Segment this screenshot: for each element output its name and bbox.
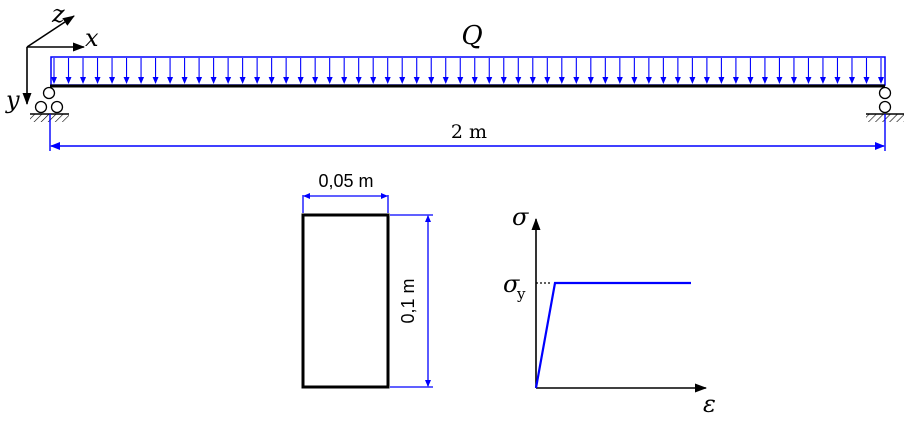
load-arrowhead-icon — [878, 77, 884, 84]
load-arrowhead-icon — [790, 77, 797, 84]
coordinate-axes: x y z — [5, 0, 99, 114]
load-arrows — [51, 58, 884, 84]
load-arrowhead-icon — [457, 77, 464, 84]
load-arrowhead-icon — [283, 77, 290, 84]
load-arrowhead-icon — [761, 77, 768, 84]
load-arrowhead-icon — [674, 77, 681, 84]
load-arrowhead-icon — [500, 77, 507, 84]
z-axis-label: z — [51, 0, 65, 28]
load-arrowhead-icon — [413, 77, 420, 84]
strain-symbol: ε — [703, 390, 716, 418]
load-arrowhead-icon — [312, 77, 319, 84]
load-arrowhead-icon — [848, 77, 855, 84]
load-arrowhead-icon — [805, 77, 812, 84]
stress-strain-diagram: σ ε σ y — [503, 203, 716, 418]
height-label: 0,1 m — [398, 278, 418, 323]
load-arrowhead-icon — [544, 77, 551, 84]
load-arrowhead-icon — [138, 77, 145, 84]
cross-section: 0,05 m 0,1 m — [301, 171, 433, 389]
load-arrowhead-icon — [631, 77, 638, 84]
load-arrowhead-icon — [428, 77, 435, 84]
load-arrowhead-icon — [65, 77, 72, 84]
load-arrowhead-icon — [355, 77, 362, 84]
load-arrowhead-icon — [297, 77, 304, 84]
load-arrowhead-icon — [167, 77, 174, 84]
load-arrowhead-icon — [689, 77, 696, 84]
load-arrowhead-icon — [471, 77, 478, 84]
load-arrowhead-icon — [776, 77, 783, 84]
z-axis-arrow — [26, 15, 75, 48]
load-arrowhead-icon — [558, 77, 565, 84]
width-label: 0,05 m — [318, 171, 373, 191]
roller-circle-2 — [50, 100, 64, 114]
load-arrowhead-icon — [399, 77, 406, 84]
y-axis-label: y — [5, 86, 20, 114]
load-arrowhead-icon — [341, 77, 348, 84]
load-arrowhead-icon — [225, 77, 232, 84]
yield-stress-subscript: y — [516, 285, 526, 303]
yield-stress-symbol: σ — [503, 270, 520, 298]
load-arrowhead-icon — [196, 77, 203, 84]
stress-symbol: σ — [512, 203, 529, 231]
load-arrowhead-icon — [515, 77, 522, 84]
load-arrowhead-icon — [51, 77, 57, 84]
load-arrowhead-icon — [819, 77, 826, 84]
load-arrowhead-icon — [703, 77, 710, 84]
load-arrowhead-icon — [747, 77, 754, 84]
x-axis-label: x — [85, 24, 99, 52]
load-arrowhead-icon — [384, 77, 391, 84]
load-arrowhead-icon — [326, 77, 333, 84]
load-arrowhead-icon — [616, 77, 623, 84]
load-arrowhead-icon — [834, 77, 841, 84]
load-arrowhead-icon — [442, 77, 449, 84]
load-arrowhead-icon — [732, 77, 739, 84]
load-arrowhead-icon — [239, 77, 246, 84]
load-arrowhead-icon — [152, 77, 159, 84]
load-arrowhead-icon — [602, 77, 609, 84]
load-arrowhead-icon — [863, 77, 870, 84]
load-arrowhead-icon — [645, 77, 652, 84]
load-arrowhead-icon — [718, 77, 725, 84]
load-arrowhead-icon — [254, 77, 261, 84]
load-arrowhead-icon — [123, 77, 130, 84]
load-arrowhead-icon — [210, 77, 217, 84]
span-label: 2 m — [451, 121, 487, 143]
load-outline — [50, 56, 886, 86]
roller-circle-1 — [34, 100, 48, 114]
load-arrowhead-icon — [80, 77, 87, 84]
load-arrowhead-icon — [181, 77, 188, 84]
load-arrowhead-icon — [660, 77, 667, 84]
roller-circle — [878, 100, 892, 114]
distributed-load: Q — [50, 21, 886, 86]
load-arrowhead-icon — [109, 77, 116, 84]
stress-strain-curve — [534, 281, 691, 389]
load-arrowhead-icon — [587, 77, 594, 84]
load-arrowhead-icon — [486, 77, 493, 84]
pin-circle — [42, 86, 56, 100]
load-arrowhead-icon — [573, 77, 580, 84]
load-label: Q — [461, 21, 482, 51]
load-arrowhead-icon — [94, 77, 101, 84]
section-rectangle — [301, 213, 390, 389]
load-arrowhead-icon — [529, 77, 536, 84]
pin-circle — [878, 86, 892, 100]
load-arrowhead-icon — [268, 77, 275, 84]
span-dimension: 2 m — [49, 114, 886, 151]
load-arrowhead-icon — [370, 77, 377, 84]
